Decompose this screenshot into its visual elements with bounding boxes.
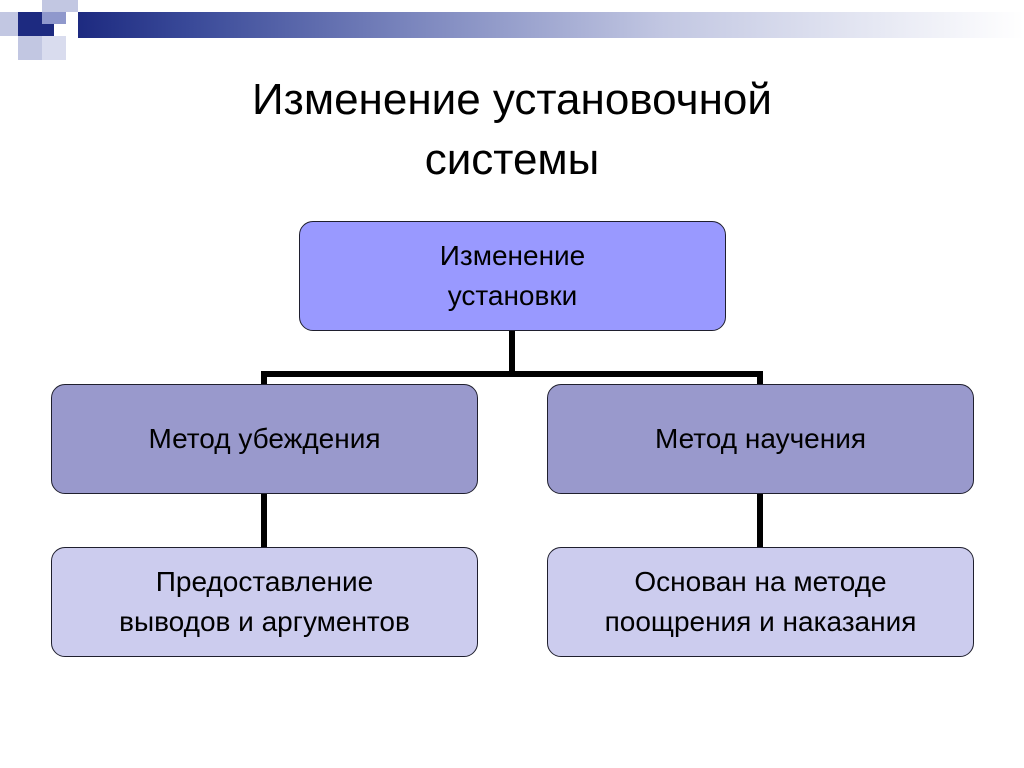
corner-decoration-dark-square: [18, 12, 42, 36]
branch-node-label: Метод убеждения: [148, 423, 381, 454]
corner-decoration-light-square: [42, 36, 66, 60]
header-gradient-bar: [78, 12, 1024, 38]
root-node: Изменение установки: [299, 221, 726, 331]
leaf-node-label-line: поощрения и наказания: [604, 606, 917, 637]
slide-title-line: Изменение установочной: [252, 75, 772, 124]
leaf-node-label-line: Предоставление: [155, 566, 374, 597]
root-node-label-line: Изменение: [439, 240, 586, 271]
corner-decoration-light-square: [42, 12, 66, 24]
corner-decoration-light-square: [42, 0, 66, 12]
corner-decoration-light-square: [0, 12, 18, 36]
corner-decoration-light-square: [18, 36, 42, 60]
leaf-node-label-line: Основан на методе: [634, 566, 887, 597]
corner-decoration-light-square: [66, 0, 78, 12]
branch-node-label: Метод научения: [654, 423, 866, 454]
branch-node-persuasion: Метод убеждения: [51, 384, 478, 494]
branch-node-learning: Метод научения: [547, 384, 974, 494]
corner-decoration-dark-square: [42, 24, 54, 36]
leaf-node-learning: Основан на методе поощрения и наказания: [547, 547, 974, 657]
root-node-label-line: установки: [447, 280, 578, 311]
leaf-node-persuasion: Предоставление выводов и аргументов: [51, 547, 478, 657]
slide-title-line: системы: [424, 135, 600, 184]
slide-title: Изменение установочной системы: [112, 70, 912, 190]
leaf-node-label-line: выводов и аргументов: [119, 606, 410, 637]
